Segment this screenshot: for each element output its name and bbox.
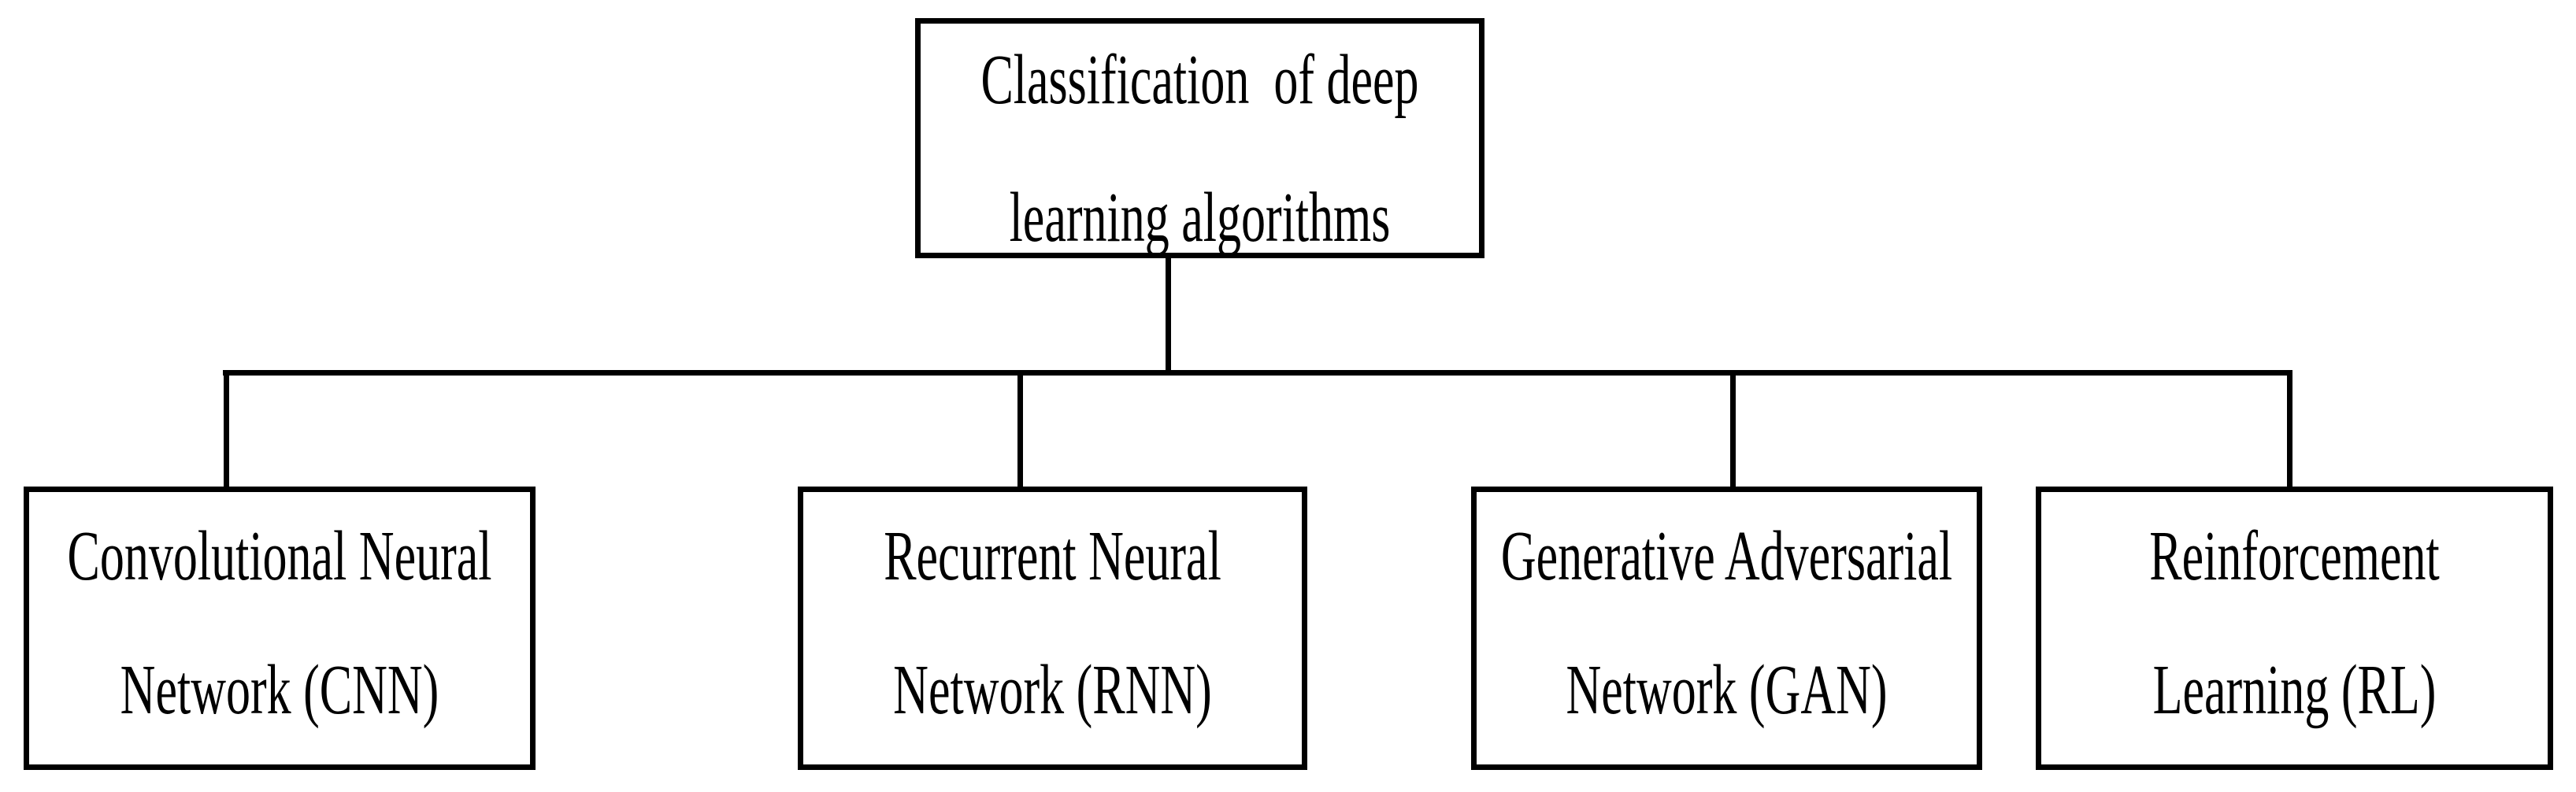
child-box-rl-line1: Reinforcement [2149, 517, 2440, 596]
connector-drop-rnn [1017, 370, 1023, 490]
child-box-cnn-line1: Convolutional Neural [67, 517, 492, 596]
child-box-gan-line2: Network (GAN) [1566, 651, 1888, 730]
connector-horizontal-rail [223, 370, 2292, 376]
child-box-rnn: Recurrent Neural Network (RNN) [798, 487, 1307, 770]
child-box-cnn-line2: Network (CNN) [120, 651, 439, 730]
connector-drop-rl [2287, 370, 2292, 493]
child-box-rnn-line1: Recurrent Neural [884, 517, 1221, 596]
root-box-line1: Classification of deep [980, 41, 1419, 120]
connector-root-stem [1166, 258, 1171, 376]
child-box-gan-line1: Generative Adversarial [1500, 517, 1953, 596]
connector-drop-gan [1730, 370, 1736, 493]
root-box-line2: learning algorithms [1009, 179, 1391, 257]
child-box-rnn-line2: Network (RNN) [893, 651, 1212, 730]
child-box-rl: Reinforcement Learning (RL) [2036, 487, 2553, 770]
child-box-cnn: Convolutional Neural Network (CNN) [24, 487, 536, 770]
root-box-classification: Classification of deep learning algorith… [915, 18, 1484, 258]
child-box-gan: Generative Adversarial Network (GAN) [1471, 487, 1982, 770]
connector-drop-cnn [224, 370, 229, 490]
child-box-rl-line2: Learning (RL) [2152, 651, 2437, 730]
